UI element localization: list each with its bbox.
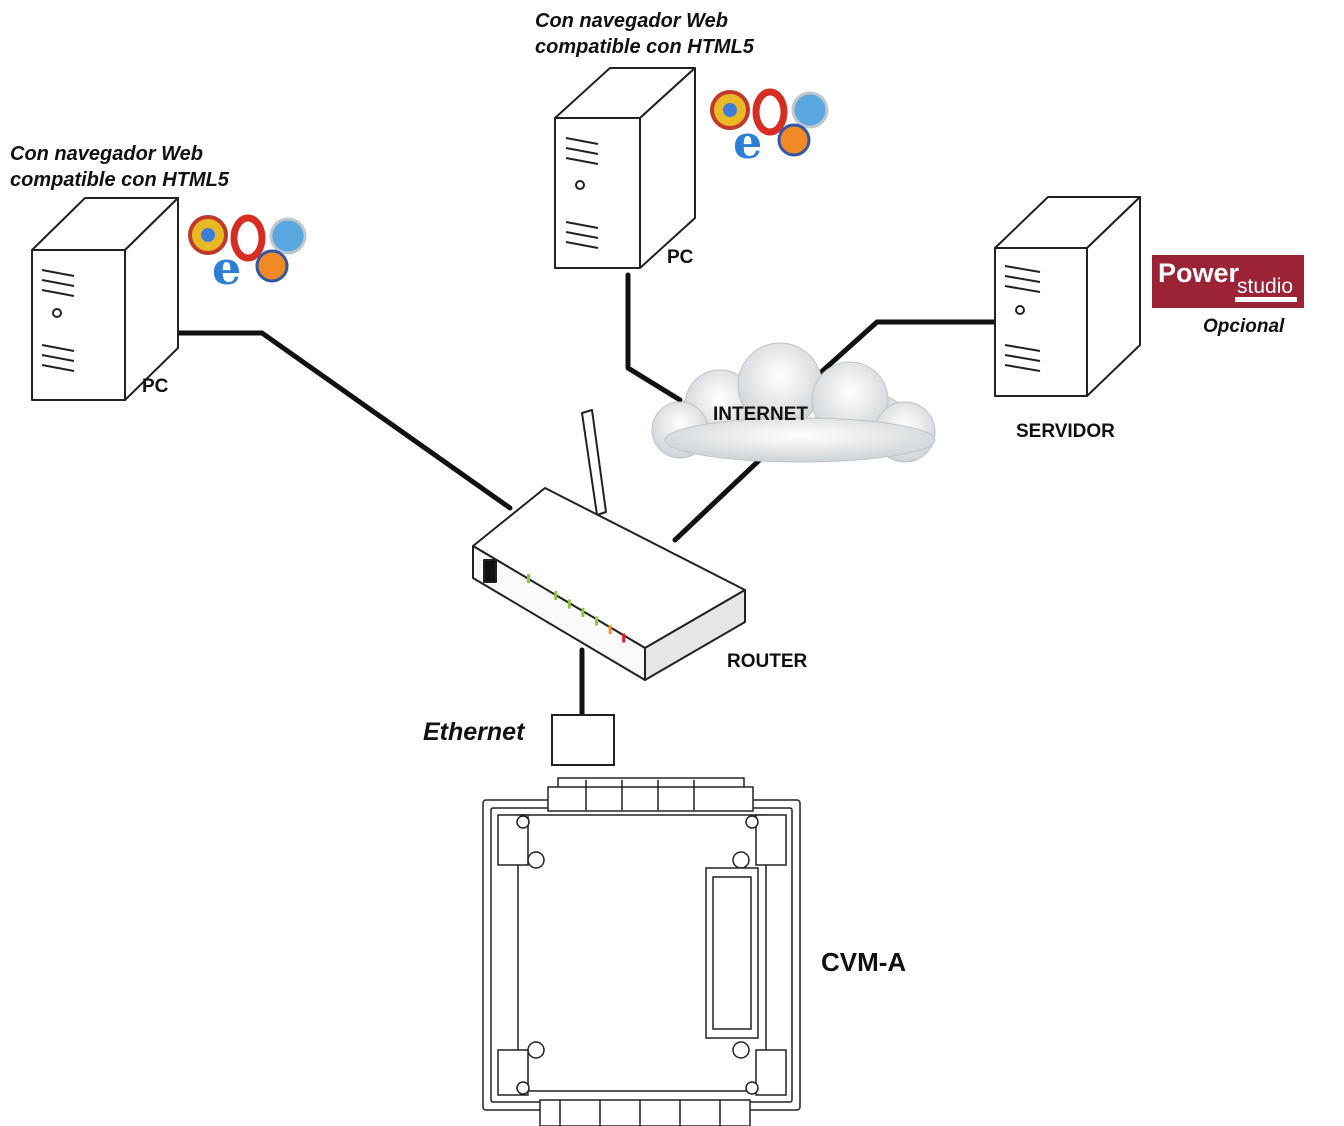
svg-text:Power: Power [1158,258,1240,288]
cvm-a-device-icon [482,777,801,1126]
router-led [581,608,585,617]
cable-pc-left-router [175,330,513,511]
router-led [608,625,612,634]
cable-pc-top-internet [625,272,683,403]
svg-text:e: e [733,115,762,169]
pc-left-caption-line2: compatible con HTML5 [10,169,229,191]
pc-left-caption-line1: Con navegador Web [10,143,203,165]
pc-top-caption-line1: Con navegador Web [535,10,728,32]
ethernet-connector [551,714,615,766]
pc-tower-icon [554,67,696,269]
router-leds [527,574,626,643]
pc-left-label: PC [142,376,169,397]
router-led [527,574,530,583]
router-led [595,616,598,626]
server-tower-icon [994,196,1141,397]
pc-top-caption-line2: compatible con HTML5 [535,36,754,58]
router-led [567,599,571,609]
pc-top-caption: Con navegador Web compatible con HTML5 [535,8,754,60]
pc-top-label: PC [667,247,694,268]
cable-internet-router [672,447,773,543]
router-led [622,633,626,643]
cvm-a-label: CVM-A [821,947,907,977]
svg-text:studio: studio [1237,275,1293,298]
router-icon [472,409,746,681]
cloud-icon [651,342,936,463]
powerstudio-logo: Power studio [1152,255,1304,308]
pc-left-caption: Con navegador Web compatible con HTML5 [10,141,229,193]
svg-text:e: e [212,241,241,295]
browser-logos-icon: e [188,214,307,295]
browser-logos-icon: e [710,88,829,169]
pc-tower-icon [31,197,179,401]
router-led [554,591,558,600]
ethernet-label: Ethernet [423,718,525,746]
server-label: SERVIDOR [1016,421,1115,442]
internet-label: INTERNET [713,404,808,425]
router-label: ROUTER [727,651,808,672]
optional-note: Opcional [1203,316,1285,337]
cable-server-internet [815,319,998,378]
network-cables [175,272,998,718]
